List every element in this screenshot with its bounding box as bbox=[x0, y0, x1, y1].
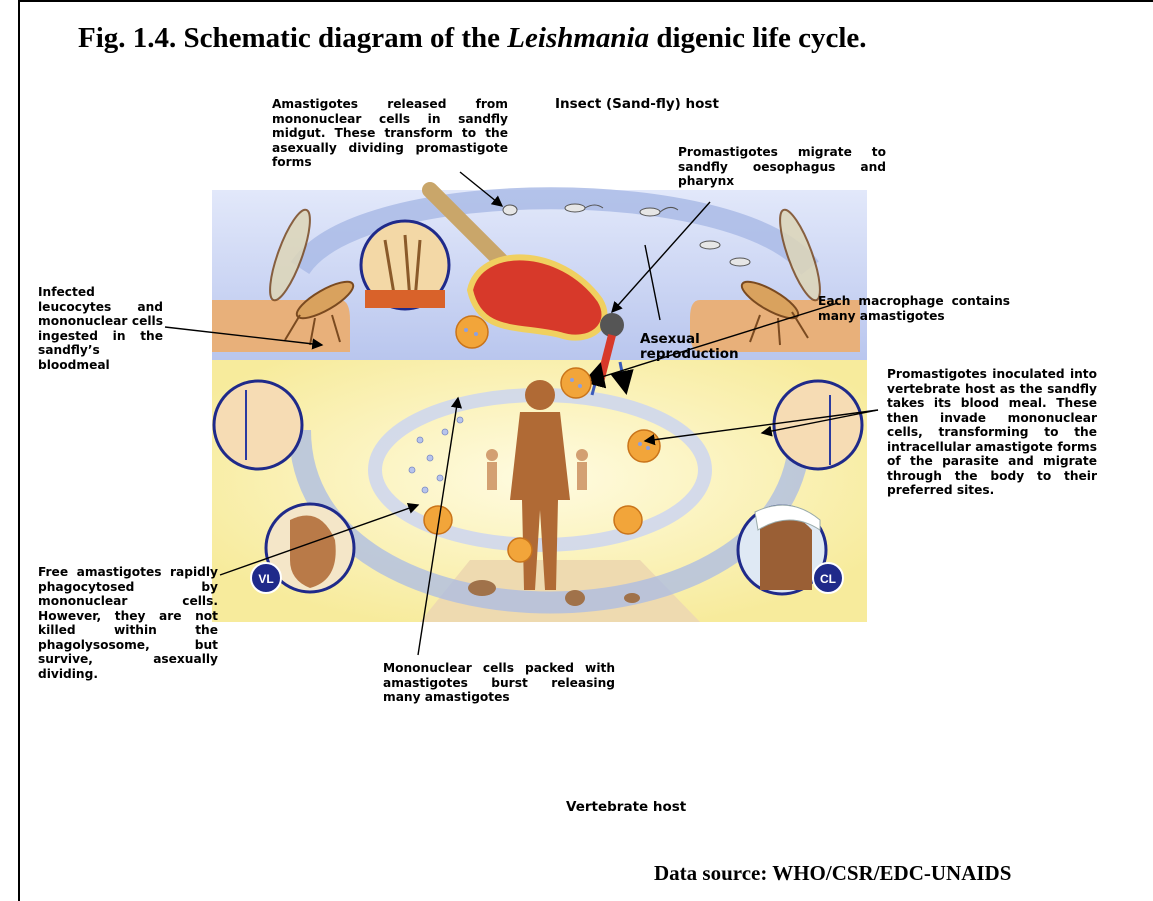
svg-text:CL: CL bbox=[820, 572, 836, 586]
label-each-macrophage: Each macrophage contains many amastigote… bbox=[818, 294, 1010, 323]
label-promastigotes-inoculated: Promastigotes inoculated into vertebrate… bbox=[887, 367, 1097, 498]
data-source: Data source: WHO/CSR/EDC-UNAIDS bbox=[654, 861, 1011, 886]
label-infected-leucocytes: Infected leucocytes and mononuclear cell… bbox=[38, 285, 163, 372]
vl-badge: VL bbox=[251, 563, 281, 593]
label-asexual-reproduction: Asexual reproduction bbox=[640, 332, 740, 361]
header-vertebrate-host: Vertebrate host bbox=[566, 800, 686, 815]
svg-text:VL: VL bbox=[258, 572, 273, 586]
label-amastigotes-released: Amastigotes released from mononuclear ce… bbox=[272, 97, 508, 170]
header-insect-host: Insect (Sand-fly) host bbox=[555, 97, 719, 112]
label-mononuclear-burst: Mononuclear cells packed with amastigote… bbox=[383, 661, 615, 705]
skin-section-left bbox=[214, 381, 302, 469]
cl-badge: CL bbox=[813, 563, 843, 593]
label-promastigotes-migrate: Promastigotes migrate to sandfly oesopha… bbox=[678, 145, 886, 189]
label-free-amastigotes: Free amastigotes rapidly phagocytosed by… bbox=[38, 565, 218, 681]
skin-section-right bbox=[774, 381, 862, 469]
